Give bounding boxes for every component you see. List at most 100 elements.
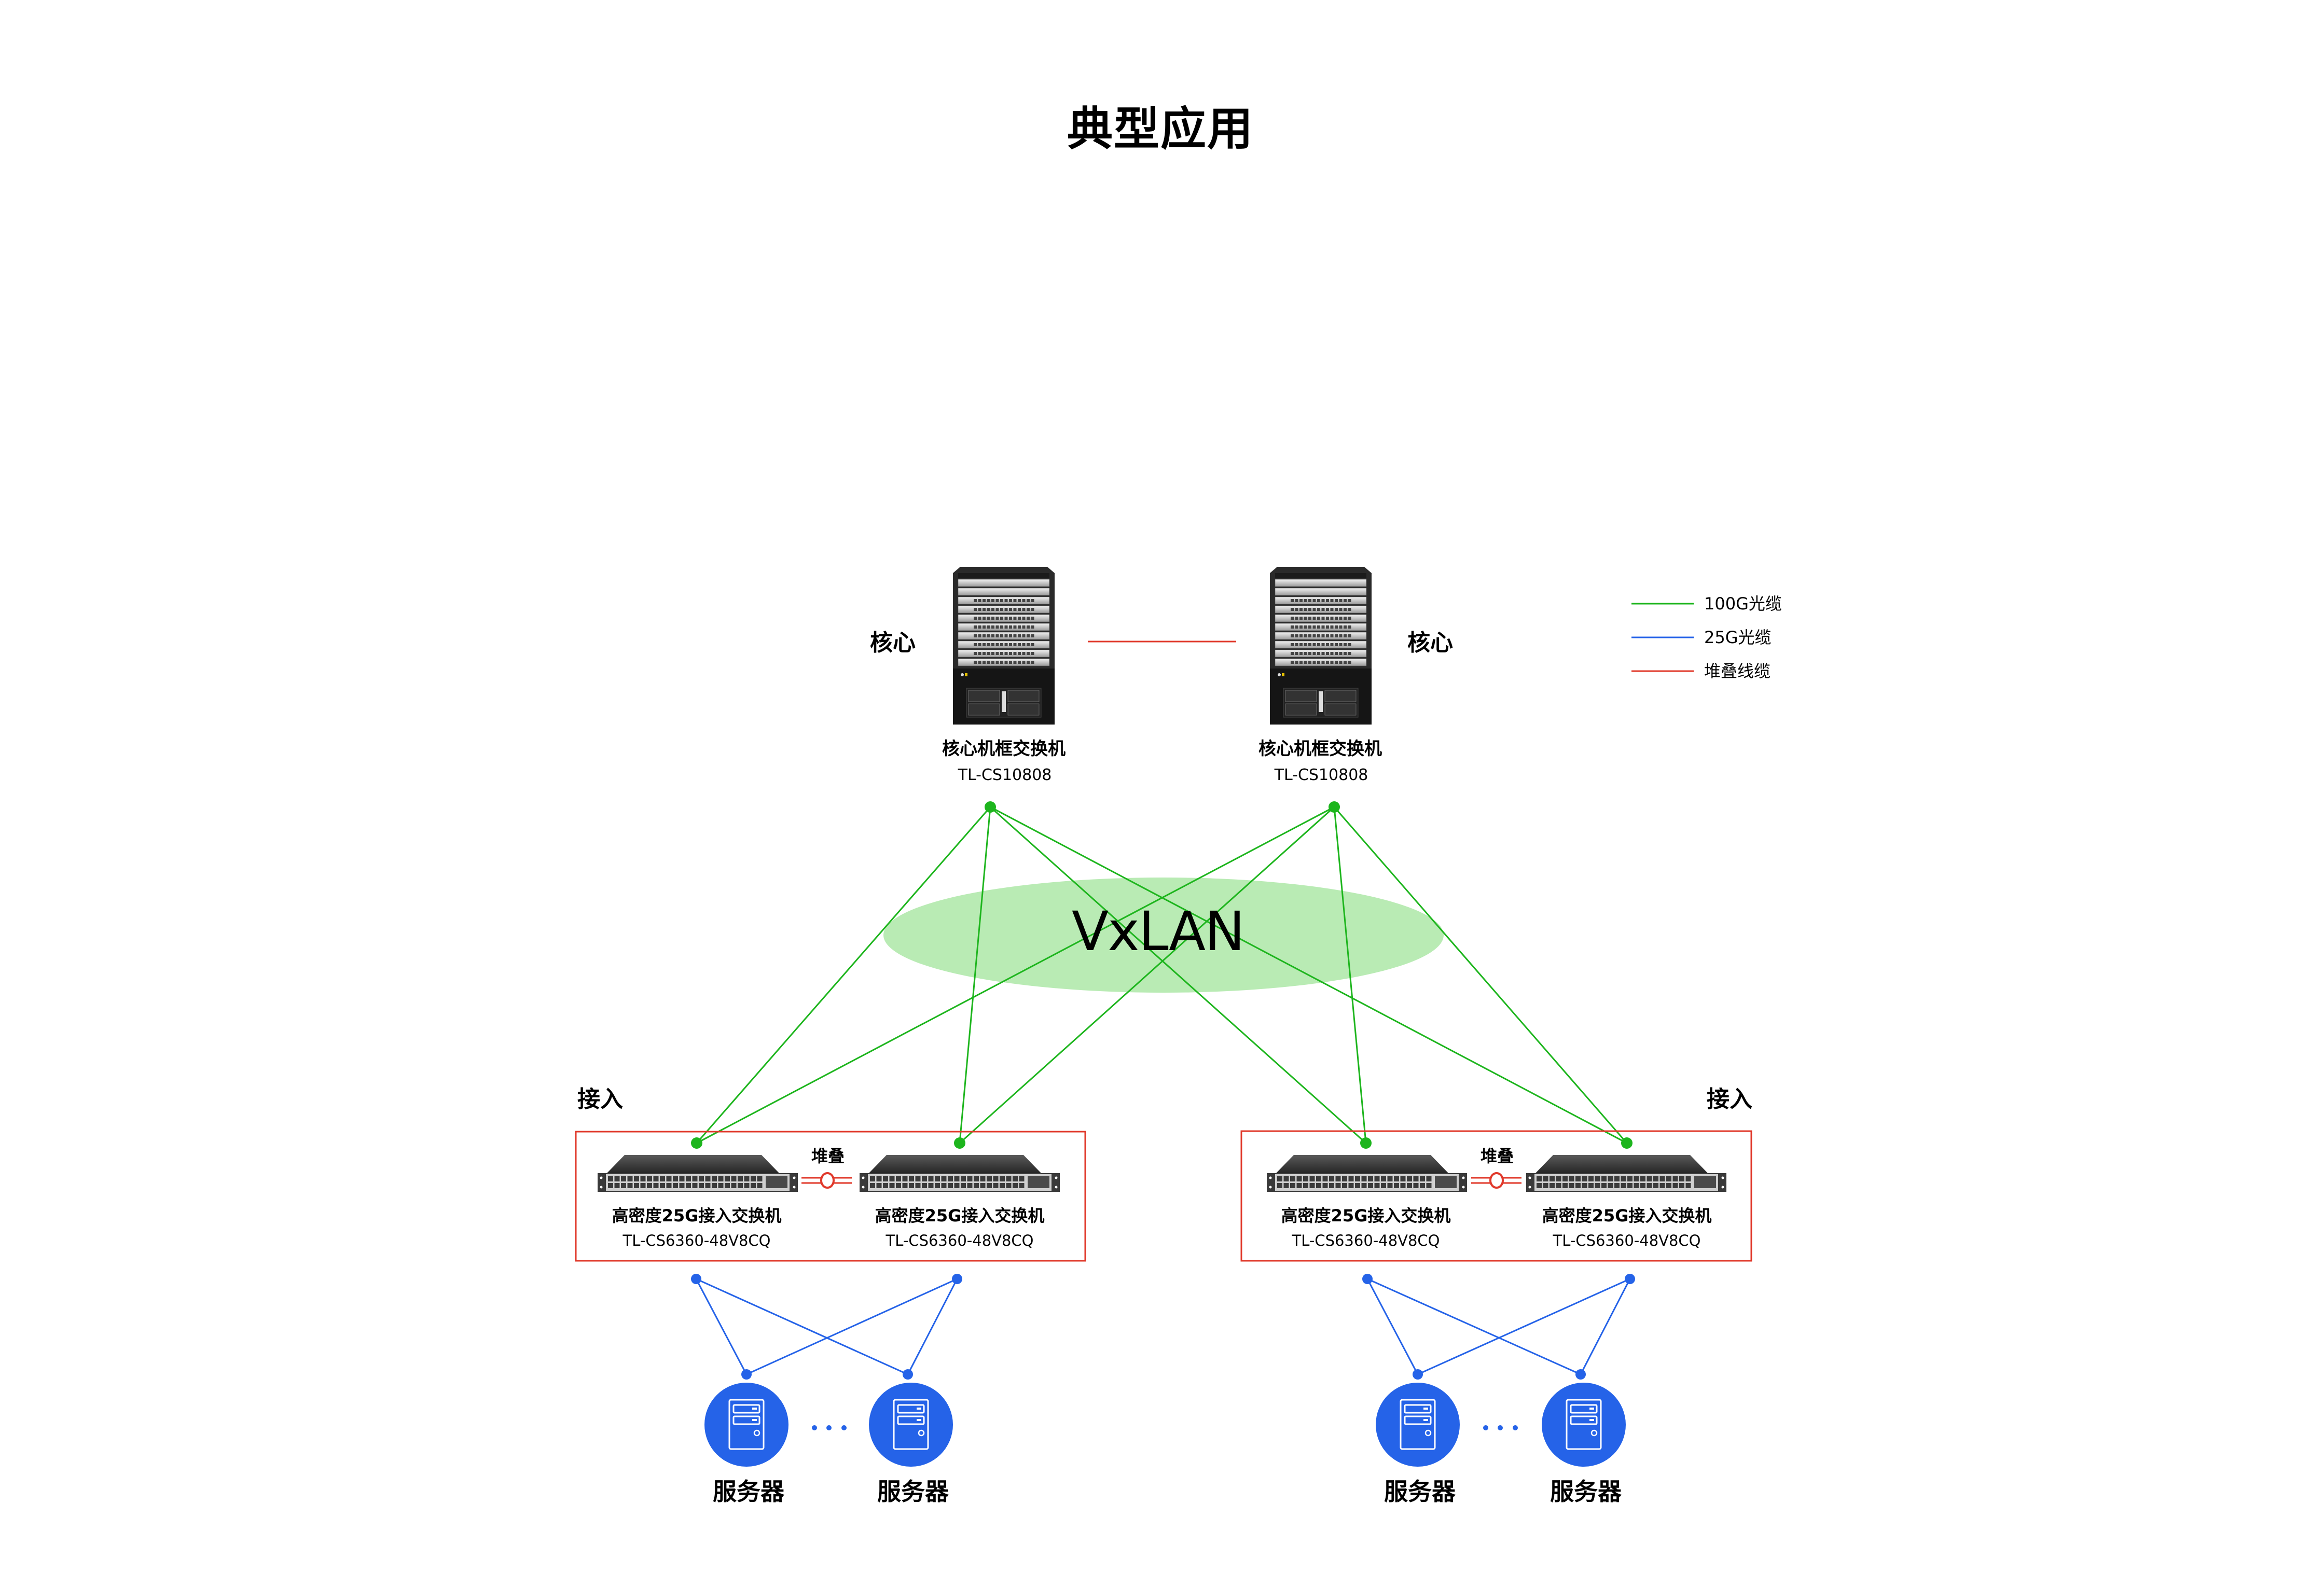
access-device-name: 高密度25G接入交换机 bbox=[612, 1206, 782, 1226]
line-card bbox=[958, 596, 1050, 605]
line-card bbox=[958, 605, 1050, 614]
switch-top bbox=[1276, 1155, 1448, 1173]
green-endpoint-dot bbox=[1621, 1137, 1633, 1149]
access-tier-label-right: 接入 bbox=[1707, 1086, 1752, 1112]
chassis-switch-icon bbox=[953, 567, 1055, 725]
core-chassis-switch-right[interactable] bbox=[1268, 567, 1374, 725]
downlink-25g-line bbox=[1580, 1278, 1631, 1375]
access-switch[interactable] bbox=[597, 1155, 799, 1192]
line-card bbox=[1275, 596, 1367, 605]
stack-label: 堆叠 bbox=[811, 1146, 845, 1166]
access-switch[interactable] bbox=[1266, 1155, 1468, 1192]
core-device-name: 核心机框交换机 bbox=[1258, 739, 1382, 759]
green-endpoint-dot bbox=[985, 801, 996, 813]
ellipsis-icon bbox=[1483, 1425, 1518, 1430]
switch-top bbox=[869, 1155, 1041, 1173]
uplink-100g-line bbox=[1333, 806, 1367, 1144]
downlink-25g-line bbox=[1367, 1278, 1581, 1375]
page-title: 典型应用 bbox=[1067, 102, 1254, 156]
line-card bbox=[1275, 605, 1367, 614]
line-card bbox=[958, 658, 1050, 666]
downlink-25g-line bbox=[1366, 1278, 1419, 1375]
uplink-100g-line bbox=[959, 806, 991, 1144]
server-label: 服务器 bbox=[713, 1478, 784, 1506]
stack-label: 堆叠 bbox=[1480, 1146, 1514, 1166]
server-label: 服务器 bbox=[877, 1478, 949, 1506]
downlink-25g-line bbox=[696, 1278, 908, 1375]
line-card bbox=[958, 623, 1050, 631]
access-device-model: TL-CS6360-48V8CQ bbox=[622, 1232, 771, 1249]
chassis-switch-icon bbox=[1270, 567, 1372, 725]
server-node[interactable] bbox=[869, 1383, 953, 1467]
switch-top bbox=[1536, 1155, 1708, 1173]
server-icon bbox=[869, 1383, 953, 1467]
access-group-box-right bbox=[1240, 1130, 1752, 1262]
legend-label-100g: 100G光缆 bbox=[1704, 594, 1782, 614]
blue-endpoint-dot bbox=[1413, 1369, 1423, 1380]
server-icon bbox=[704, 1383, 789, 1467]
vxlan-cloud bbox=[883, 878, 1444, 993]
access-device-name: 高密度25G接入交换机 bbox=[875, 1206, 1045, 1226]
access-tier-label-left: 接入 bbox=[577, 1086, 623, 1112]
ellipsis-icon bbox=[812, 1425, 847, 1430]
line-card bbox=[1275, 614, 1367, 622]
green-endpoint-dot bbox=[1329, 801, 1340, 813]
rack-switch-icon bbox=[1526, 1155, 1726, 1192]
downlinks-25g bbox=[695, 1278, 1631, 1375]
core-tier-label-right: 核心 bbox=[1407, 630, 1453, 656]
stack-link-icon bbox=[1471, 1172, 1521, 1189]
line-card bbox=[958, 632, 1050, 640]
line-card bbox=[958, 588, 1050, 596]
blue-endpoint-dot bbox=[741, 1369, 752, 1380]
switch-top bbox=[607, 1155, 779, 1173]
rack-switch-icon bbox=[860, 1155, 1060, 1192]
core-device-name: 核心机框交换机 bbox=[942, 739, 1066, 759]
downlink-25g-line bbox=[1417, 1278, 1630, 1375]
legend-label-25g: 25G光缆 bbox=[1704, 628, 1772, 647]
line-card bbox=[958, 641, 1050, 649]
uplink-100g-line bbox=[990, 806, 1627, 1144]
blue-endpoint-dot bbox=[952, 1274, 962, 1284]
downlink-25g-line bbox=[907, 1278, 958, 1375]
rack-switch-icon bbox=[1267, 1155, 1467, 1192]
uplink-100g-line bbox=[696, 806, 1335, 1144]
access-switch[interactable] bbox=[1525, 1155, 1727, 1192]
access-switch[interactable] bbox=[859, 1155, 1061, 1192]
access-group-box-left bbox=[575, 1131, 1086, 1262]
uplink-100g-line bbox=[989, 806, 1367, 1144]
server-icon bbox=[1542, 1383, 1626, 1467]
rack-switch-icon bbox=[598, 1155, 798, 1192]
access-device-model: TL-CS6360-48V8CQ bbox=[886, 1232, 1034, 1249]
uplink-100g-line bbox=[959, 806, 1335, 1144]
server-label: 服务器 bbox=[1550, 1478, 1622, 1506]
line-card bbox=[1275, 649, 1367, 658]
core-device-model: TL-CS10808 bbox=[1274, 766, 1368, 784]
server-node[interactable] bbox=[1376, 1383, 1460, 1467]
blue-endpoint-dot bbox=[691, 1274, 701, 1284]
line-card bbox=[1275, 658, 1367, 666]
stack-link-icon bbox=[801, 1172, 852, 1189]
blue-endpoint-dot bbox=[1625, 1274, 1635, 1284]
line-card bbox=[1275, 632, 1367, 640]
blue-endpoint-dot bbox=[1575, 1369, 1586, 1380]
uplinks-100g bbox=[696, 806, 1628, 1144]
downlink-25g-line bbox=[695, 1278, 748, 1375]
server-node[interactable] bbox=[1542, 1383, 1626, 1467]
server-node[interactable] bbox=[704, 1383, 789, 1467]
line-card bbox=[958, 649, 1050, 658]
uplink-100g-line bbox=[1333, 806, 1628, 1144]
access-device-name: 高密度25G接入交换机 bbox=[1542, 1206, 1712, 1226]
line-card bbox=[958, 579, 1050, 587]
server-label: 服务器 bbox=[1384, 1478, 1456, 1506]
line-card bbox=[1275, 623, 1367, 631]
access-device-model: TL-CS6360-48V8CQ bbox=[1553, 1232, 1701, 1249]
green-endpoint-dot bbox=[1360, 1137, 1372, 1149]
blue-endpoint-dot bbox=[1362, 1274, 1373, 1284]
core-chassis-switch-left[interactable] bbox=[951, 567, 1057, 725]
line-card bbox=[1275, 588, 1367, 596]
blue-endpoint-dot bbox=[903, 1369, 913, 1380]
downlink-25g-line bbox=[746, 1278, 958, 1375]
vxlan-label: VxLAN bbox=[1072, 900, 1245, 963]
